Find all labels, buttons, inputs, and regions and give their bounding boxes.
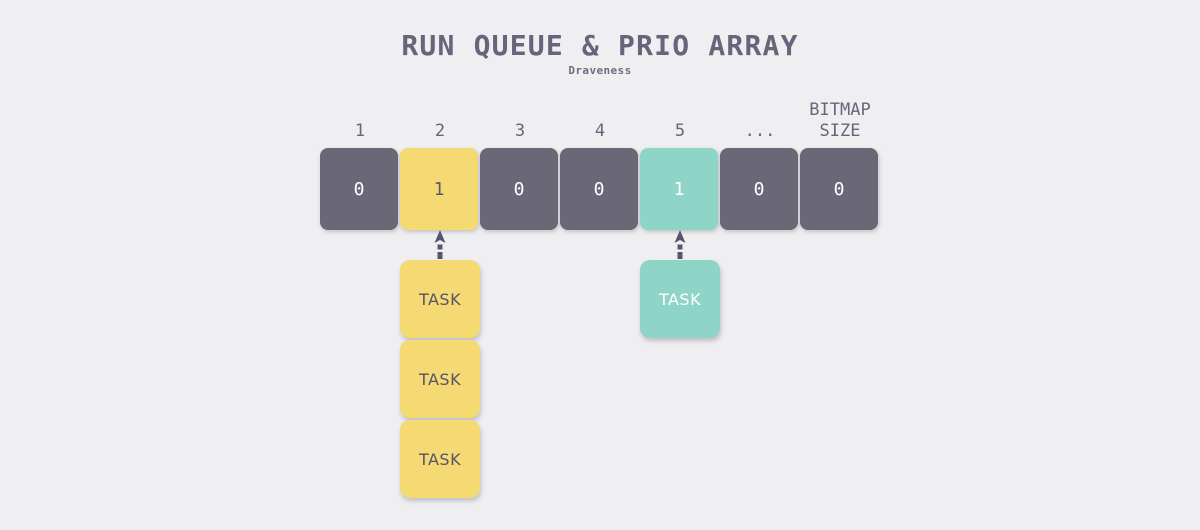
- bitmap-cell-3[interactable]: 0: [480, 148, 558, 230]
- bitmap-header-label: 4: [594, 121, 606, 141]
- bitmap-header-6: ...: [720, 98, 800, 144]
- bitmap-cell-7[interactable]: 0: [800, 148, 878, 230]
- task-label: TASK: [418, 369, 462, 389]
- bitmap-header-label: 5: [674, 121, 686, 141]
- bitmap-header-label: 1: [354, 121, 366, 141]
- bitmap-header-label: SIZE: [819, 121, 861, 141]
- bitmap-header-2: 2: [400, 98, 480, 144]
- task-box[interactable]: TASK: [400, 260, 480, 338]
- bitmap-cell-6[interactable]: 0: [720, 148, 798, 230]
- bitmap-cell-value: 1: [673, 178, 685, 200]
- bitmap-header-1: 1: [320, 98, 400, 144]
- task-label: TASK: [418, 289, 462, 309]
- bitmap-cell-value: 0: [513, 178, 525, 200]
- task-box[interactable]: TASK: [400, 420, 480, 498]
- bitmap-cell-value: 0: [593, 178, 605, 200]
- task-queue-1: TASK TASK TASK: [400, 260, 480, 498]
- bitmap-header-4: 4: [560, 98, 640, 144]
- page-subtitle: Draveness: [568, 64, 632, 77]
- bitmap-cell-value: 0: [353, 178, 365, 200]
- bitmap-header-3: 3: [480, 98, 560, 144]
- bitmap-header-label: BITMAP: [809, 100, 871, 120]
- bitmap-cell-1[interactable]: 0: [320, 148, 398, 230]
- task-queue-2: TASK: [640, 260, 720, 338]
- task-label: TASK: [658, 289, 702, 309]
- queue-arrow-icon: [673, 230, 687, 262]
- bitmap-header-label: 3: [514, 121, 526, 141]
- bitmap-header-label: 2: [434, 121, 446, 141]
- bitmap-cell-value: 0: [753, 178, 765, 200]
- bitmap-array-row: 0 1 0 0 1 0 0: [320, 148, 880, 230]
- task-label: TASK: [418, 449, 462, 469]
- bitmap-cell-2[interactable]: 1: [400, 148, 478, 230]
- bitmap-header-label: ...: [744, 121, 776, 141]
- bitmap-header-5: 5: [640, 98, 720, 144]
- queue-arrow-icon: [433, 230, 447, 262]
- task-box[interactable]: TASK: [640, 260, 720, 338]
- bitmap-cell-4[interactable]: 0: [560, 148, 638, 230]
- bitmap-cell-5[interactable]: 1: [640, 148, 718, 230]
- bitmap-cell-value: 1: [433, 178, 445, 200]
- page-title: RUN QUEUE & PRIO ARRAY: [401, 29, 799, 62]
- task-box[interactable]: TASK: [400, 340, 480, 418]
- bitmap-cell-value: 0: [833, 178, 845, 200]
